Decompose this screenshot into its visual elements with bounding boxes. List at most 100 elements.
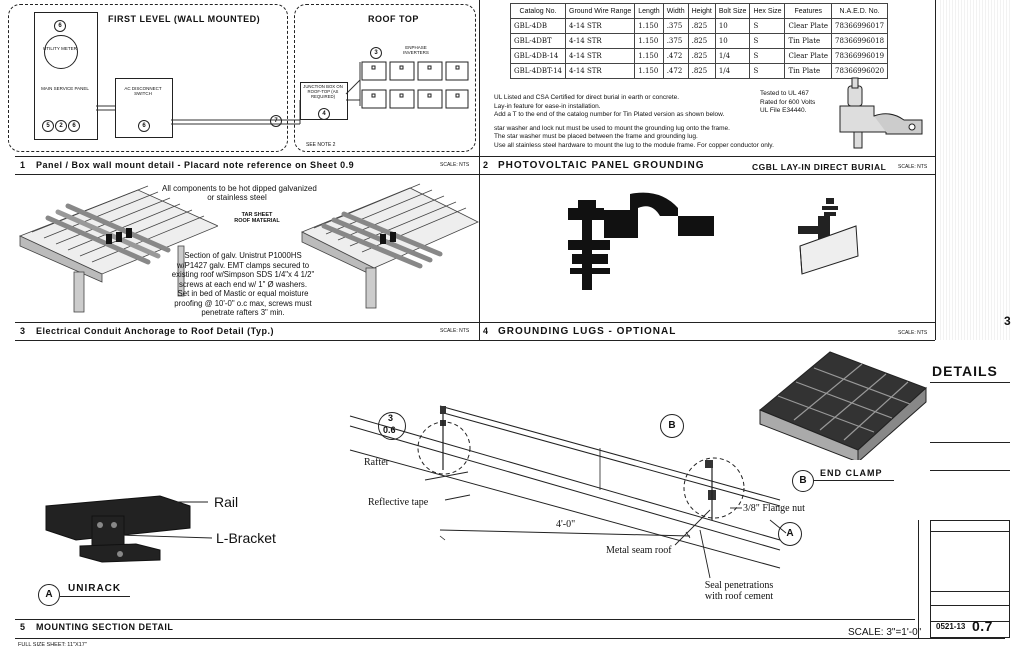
grounding-notes: UL Listed and CSA Certified for direct b… [494, 94, 774, 150]
cell: GBL-4DBT-14 [510, 63, 566, 79]
cell: .375 [662, 18, 689, 34]
panel2-subtitle: CGBL LAY-IN DIRECT BURIAL [752, 162, 887, 172]
enphase-label: ENPHASE INVERTERS [403, 45, 429, 55]
cell: S [749, 63, 786, 79]
unirack-rule [60, 596, 130, 597]
b-callout: B [660, 414, 684, 438]
cell: 78366996017 [831, 18, 889, 34]
cell: 10 [714, 33, 751, 49]
tag-utility: 6 [54, 20, 66, 32]
title-rule-1 [15, 156, 935, 157]
l-bracket-label: L-Bracket [216, 530, 276, 546]
seal-line: with roof cement [704, 591, 774, 602]
tar-line: ROOF MATERIAL [234, 218, 280, 224]
col-header: N.A.E.D. No. [831, 3, 889, 19]
cell: .825 [687, 33, 716, 49]
col-header: Length [634, 3, 664, 19]
tag-ac: 6 [138, 120, 150, 132]
ul-line: Rated for 600 Volts [760, 98, 816, 106]
grounding-lug-small [798, 198, 859, 275]
col-header: Bolt Size [714, 3, 751, 19]
lay-in-lug-drawing [839, 77, 923, 149]
seal-line: Seal penetrations [704, 580, 774, 591]
end-clamp-rule [814, 480, 894, 481]
cell: .825 [687, 48, 716, 64]
unirack-tag: A [38, 584, 60, 606]
cell: .825 [687, 18, 716, 34]
ref-callout-top: 3 [388, 413, 394, 423]
ul-line: UL File E34440. [760, 107, 807, 114]
panel1-scale: SCALE: NTS [440, 162, 470, 168]
panel4-title: GROUNDING LUGS - OPTIONAL [498, 326, 677, 337]
end-clamp-drawing [759, 351, 927, 460]
main-service-panel-box [34, 12, 98, 140]
see-note-label: SEE NOTE 2 [306, 142, 336, 148]
a-callout: A [778, 522, 802, 546]
roof-top-heading: ROOF TOP [368, 14, 419, 24]
panel1-title: Panel / Box wall mount detail - Placard … [36, 160, 355, 170]
cell: Tin Plate [784, 33, 833, 49]
ul-notes: Tested to UL 467 Rated for 600 Volts UL … [760, 90, 815, 116]
section-line: Set in bed of Mastic or equal moisture [177, 289, 309, 298]
sheet-marker: 3 [1004, 314, 1012, 328]
tag-3: 3 [370, 47, 382, 59]
title-rule-5b [15, 638, 1005, 639]
cell: GBL-4DB-14 [510, 48, 566, 64]
ref-callout [378, 412, 406, 440]
section-line: existing roof w/Simpson SDS 1/4"x 4 1/2" [171, 270, 315, 279]
cell: 4-14 STR [564, 33, 636, 49]
cell: Tin Plate [784, 63, 833, 79]
first-level-box [8, 4, 288, 152]
panel4-num: 4 [483, 326, 489, 336]
seal-note: Seal penetrations with roof cement [694, 580, 784, 602]
cell: S [749, 33, 786, 49]
unirack-label: UNIRACK [68, 583, 122, 594]
title-block [930, 520, 1010, 638]
note-line: The star washer must be placed between t… [494, 133, 698, 140]
catalog-table: Catalog No. Ground Wire Range Length Wid… [510, 3, 889, 79]
title-rule-1b [15, 174, 935, 175]
main-service-panel-label: MAIN SERVICE PANEL [41, 86, 89, 91]
utility-meter-circle [44, 35, 78, 69]
cell: .472 [662, 48, 689, 64]
note-line: UL Listed and CSA Certified for direct b… [494, 94, 680, 101]
panel3-scale: SCALE: NTS [440, 328, 470, 334]
roof-conduit-drawing-left [18, 185, 218, 313]
cell: .825 [687, 63, 716, 79]
col-header: Width [662, 3, 689, 19]
galvanized-note: All components to be hot dipped galvaniz… [162, 184, 317, 202]
footer-sheet-size: FULL SIZE SHEET: 11"X17" [18, 642, 87, 648]
col-header: Ground Wire Range [564, 3, 636, 19]
dimension-label: 4'-0" [556, 519, 576, 530]
rafter-label: Rafter [364, 457, 389, 468]
sheet-id: 0.7 [972, 618, 993, 634]
panel4-scale: SCALE: NTS [898, 330, 928, 336]
tag-6b: 6 [68, 120, 80, 132]
col-header: Height [687, 3, 716, 19]
section-line: w/P1427 galv. EMT clamps secured to [176, 260, 310, 270]
end-clamp-tag: B [792, 470, 814, 492]
panel3-num: 3 [20, 326, 26, 336]
cell: 1.150 [634, 33, 664, 49]
first-level-heading: FIRST LEVEL (WALL MOUNTED) [108, 14, 261, 24]
divider-right [935, 0, 936, 340]
cell: .472 [662, 63, 689, 79]
roof-top-box [294, 4, 476, 152]
panel1-num: 1 [20, 160, 26, 170]
inverter-grid [361, 61, 469, 109]
ref-callout-bottom: 0.6 [383, 425, 396, 435]
panel2-num: 2 [483, 160, 489, 170]
section-line: penetrate rafters 3" min. [201, 308, 285, 317]
panel3-title: Electrical Conduit Anchorage to Roof Det… [36, 326, 275, 336]
cell: Clear Plate [784, 48, 833, 64]
col-header: Catalog No. [510, 3, 566, 19]
tar-sheet-label: TAR SHEET ROOF MATERIAL [222, 212, 292, 224]
col-header: Hex Size [749, 3, 786, 19]
tar-line: TAR SHEET [241, 212, 273, 218]
utility-meter-label: UTILITY METER [43, 46, 77, 51]
details-rule-3 [930, 470, 1010, 471]
tag-7: 7 [270, 115, 282, 127]
cell: GBL-4DBT [510, 33, 566, 49]
